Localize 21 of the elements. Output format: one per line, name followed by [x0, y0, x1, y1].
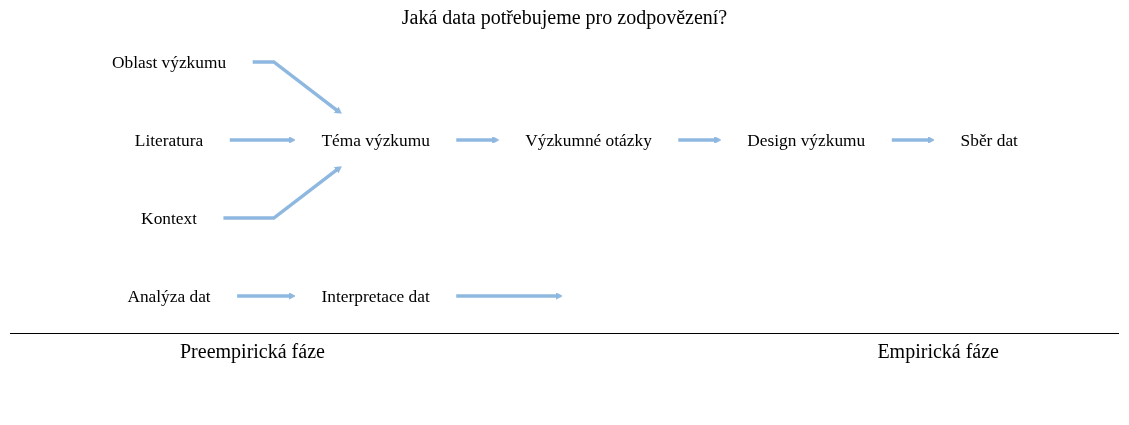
arrow — [236, 292, 296, 300]
node-text: Design výzkumu — [746, 130, 865, 150]
arrow — [890, 136, 935, 144]
arrow — [455, 292, 563, 300]
node-text: Téma výzkumu — [321, 130, 430, 150]
phase-label: Preempirická fáze — [180, 340, 325, 363]
node-text: Sběr dat — [960, 130, 1018, 150]
node-text: Výzkumné otázky — [524, 130, 652, 150]
node-text: Analýza dat — [126, 286, 211, 306]
node-text: Kontext — [140, 208, 197, 228]
arrow — [228, 136, 296, 144]
node-text: Literatura — [134, 130, 203, 150]
node-text: Interpretace dat — [321, 286, 430, 306]
flow-diagram: Oblast výzkumu Literatura Téma výzkumu Kontext Výzkumné otázky Design výzkumu Sběr dat Analýza dat Interpretace dat — [78, 29, 1051, 329]
arrow — [455, 136, 500, 144]
arrow — [677, 136, 722, 144]
arrow — [251, 60, 342, 115]
node-text: Oblast výzkumu — [111, 52, 226, 72]
title: Jaká data potřebujeme pro zodpovězení? — [400, 6, 729, 29]
arrow — [222, 165, 342, 220]
phase-label: Empirická fáze — [877, 340, 999, 363]
